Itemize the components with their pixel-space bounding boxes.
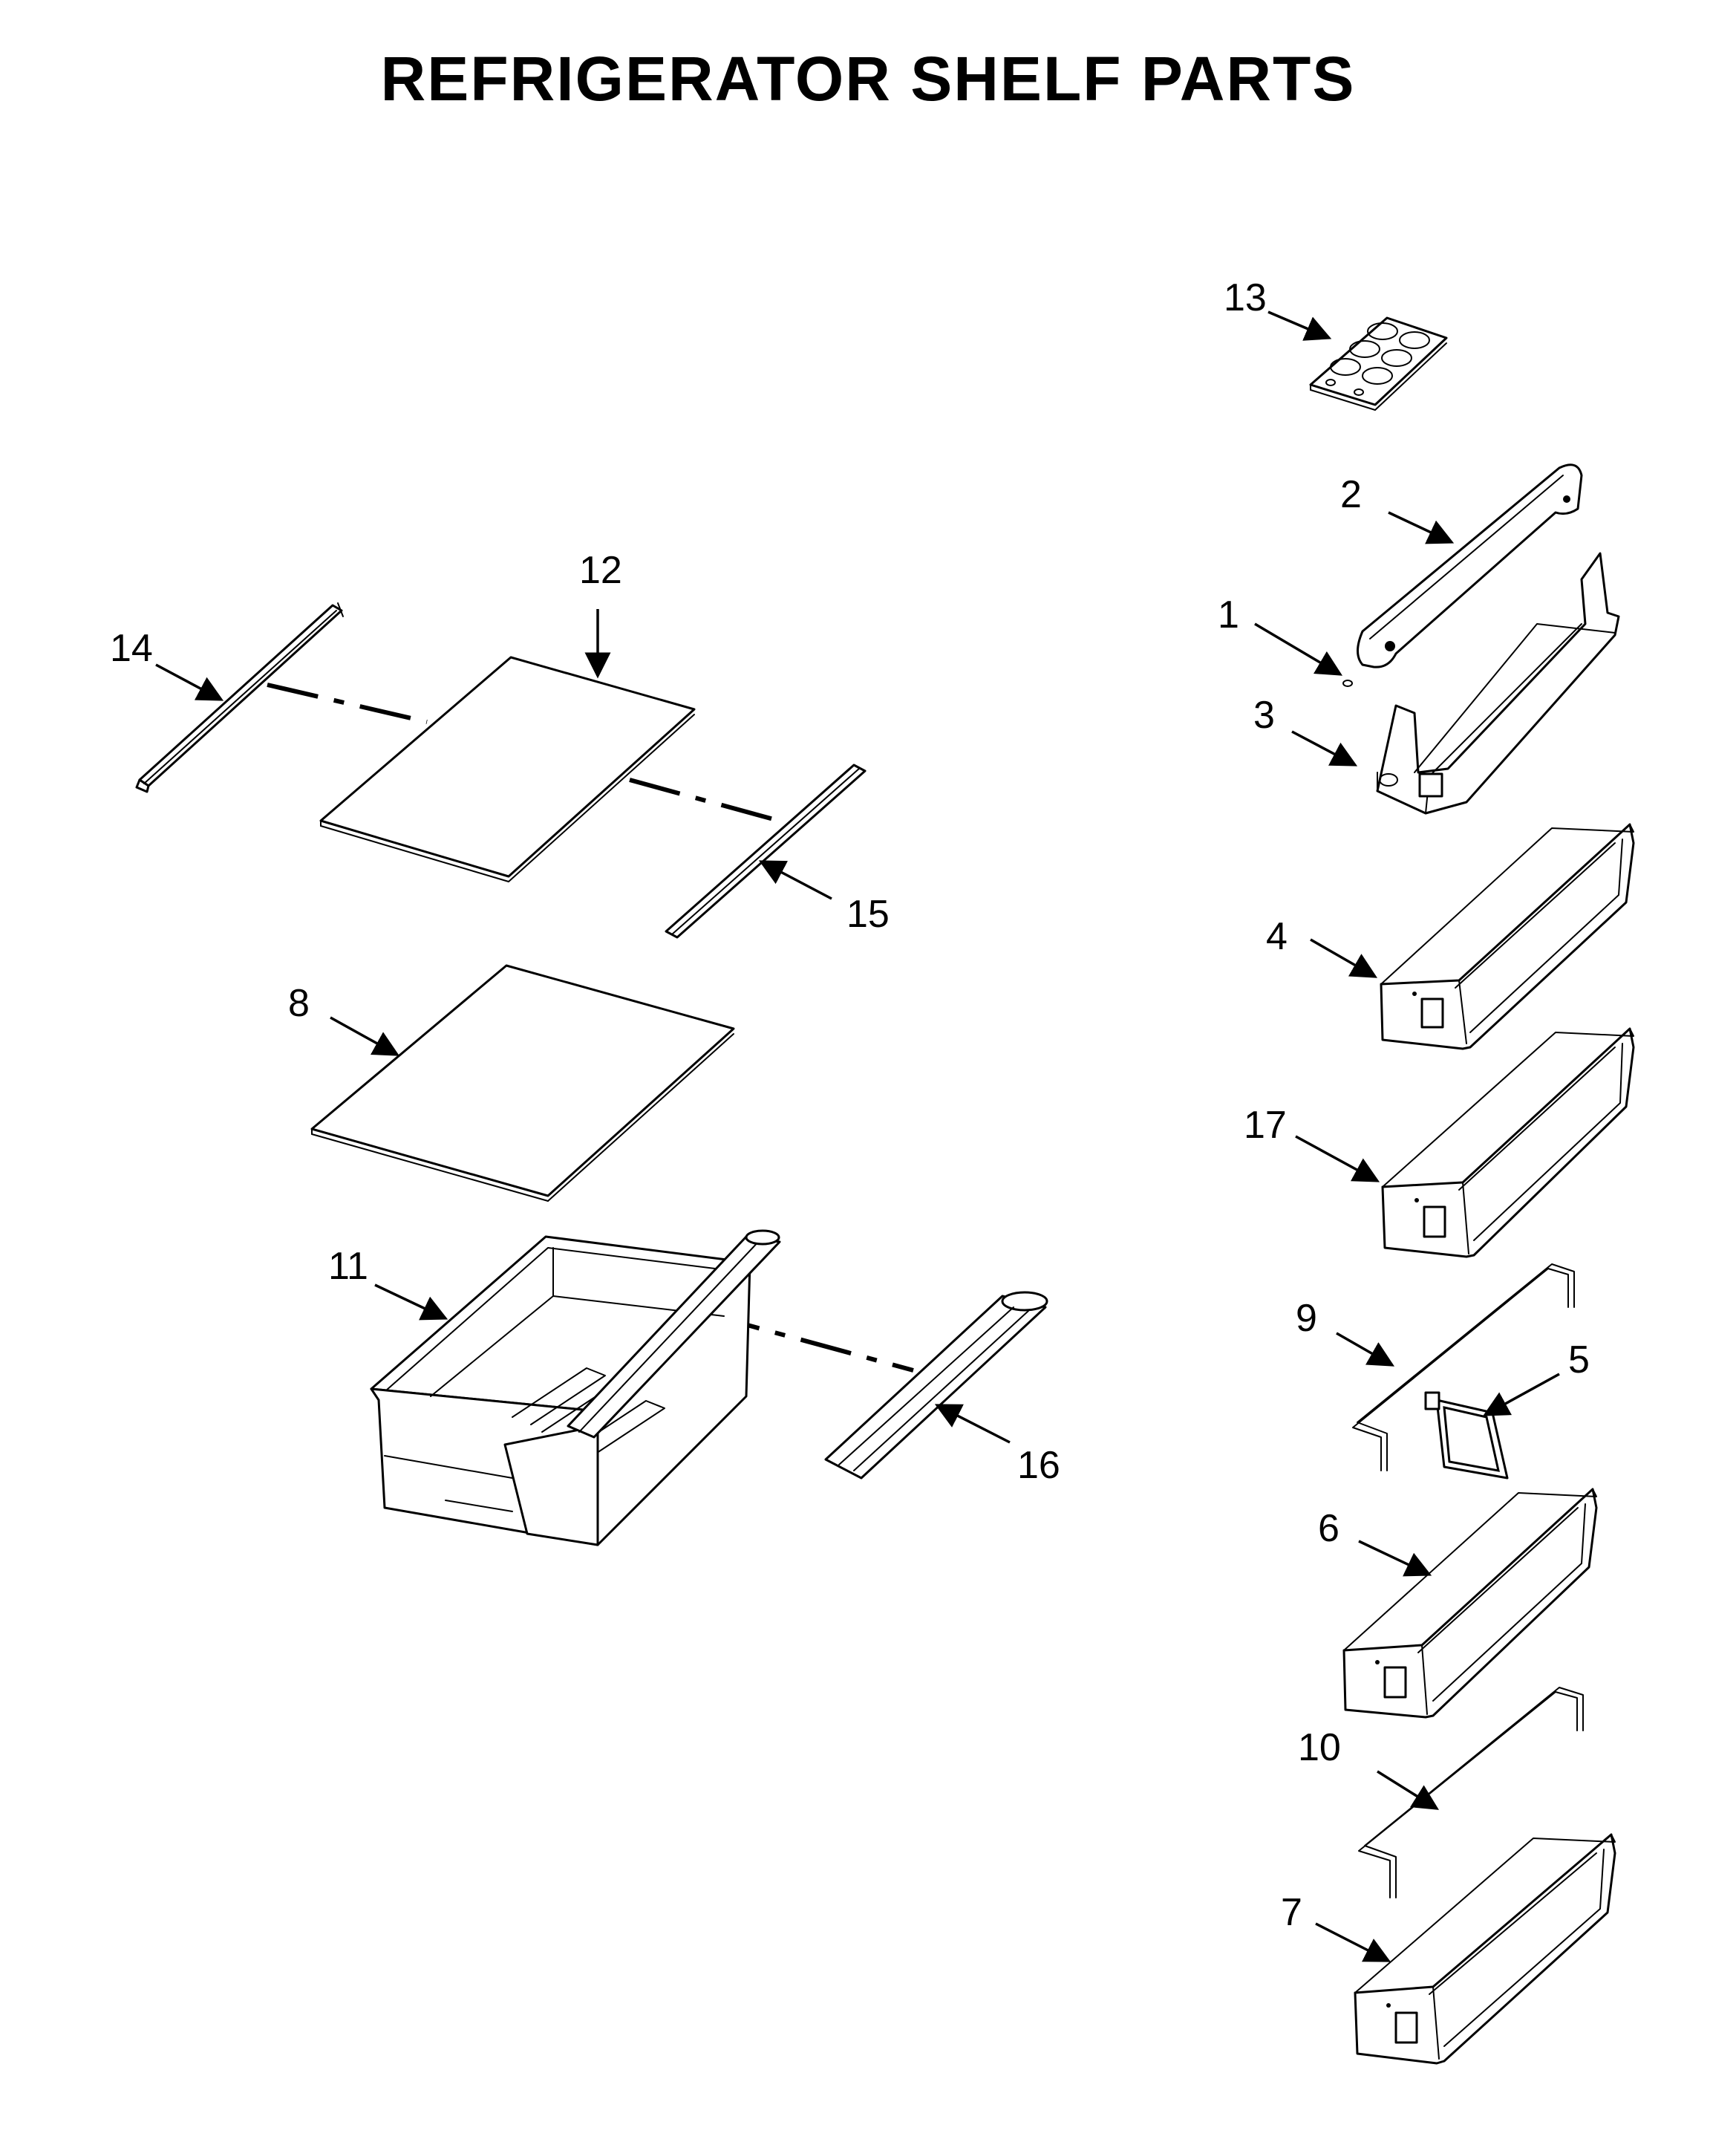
part-2-dairy-door	[1357, 463, 1583, 668]
part-8-crisper-cover	[310, 964, 735, 1202]
part-16-drawer-trim	[824, 1291, 1048, 1480]
part-12-glass-shelf	[319, 656, 696, 882]
callout-3: 3	[1253, 694, 1275, 737]
part-14-left-shelf-trim	[135, 602, 344, 793]
part-4-door-bin	[1380, 823, 1635, 1050]
part-10-wire-retainer	[1358, 1687, 1584, 1898]
callout-16: 16	[1017, 1444, 1060, 1487]
callout-6: 6	[1318, 1507, 1339, 1550]
part-7-door-bin	[1354, 1833, 1616, 2065]
part-15-right-shelf-trim	[665, 764, 867, 939]
callout-9: 9	[1296, 1297, 1317, 1340]
part-13-egg-tray	[1309, 316, 1448, 411]
callout-4: 4	[1266, 915, 1288, 958]
part-5-bin-divider	[1424, 1391, 1509, 1480]
callout-15: 15	[846, 893, 890, 936]
part-11-crisper-drawer	[370, 1229, 781, 1546]
callout-8: 8	[288, 982, 310, 1025]
part-3-dairy-bin	[1376, 552, 1620, 815]
alignment-line-14	[267, 683, 428, 724]
callout-2: 2	[1340, 473, 1362, 516]
callout-7: 7	[1281, 1891, 1302, 1934]
leader-arrows	[155, 310, 1560, 1962]
page-title: REFRIGERATOR SHELF PARTS	[380, 44, 1356, 114]
callout-11: 11	[328, 1245, 368, 1288]
callout-5: 5	[1568, 1338, 1590, 1381]
alignment-line-15	[629, 778, 788, 825]
part-6-door-bin	[1342, 1488, 1598, 1719]
callout-1: 1	[1218, 593, 1239, 637]
callout-17: 17	[1244, 1104, 1287, 1147]
callout-13: 13	[1224, 276, 1267, 319]
callout-12: 12	[579, 549, 622, 592]
part-17-door-bin	[1381, 1027, 1635, 1258]
callout-14: 14	[110, 627, 153, 670]
part-9-wire-retainer	[1352, 1263, 1575, 1471]
part-1-pin	[1342, 680, 1353, 687]
callout-10: 10	[1298, 1726, 1341, 1769]
